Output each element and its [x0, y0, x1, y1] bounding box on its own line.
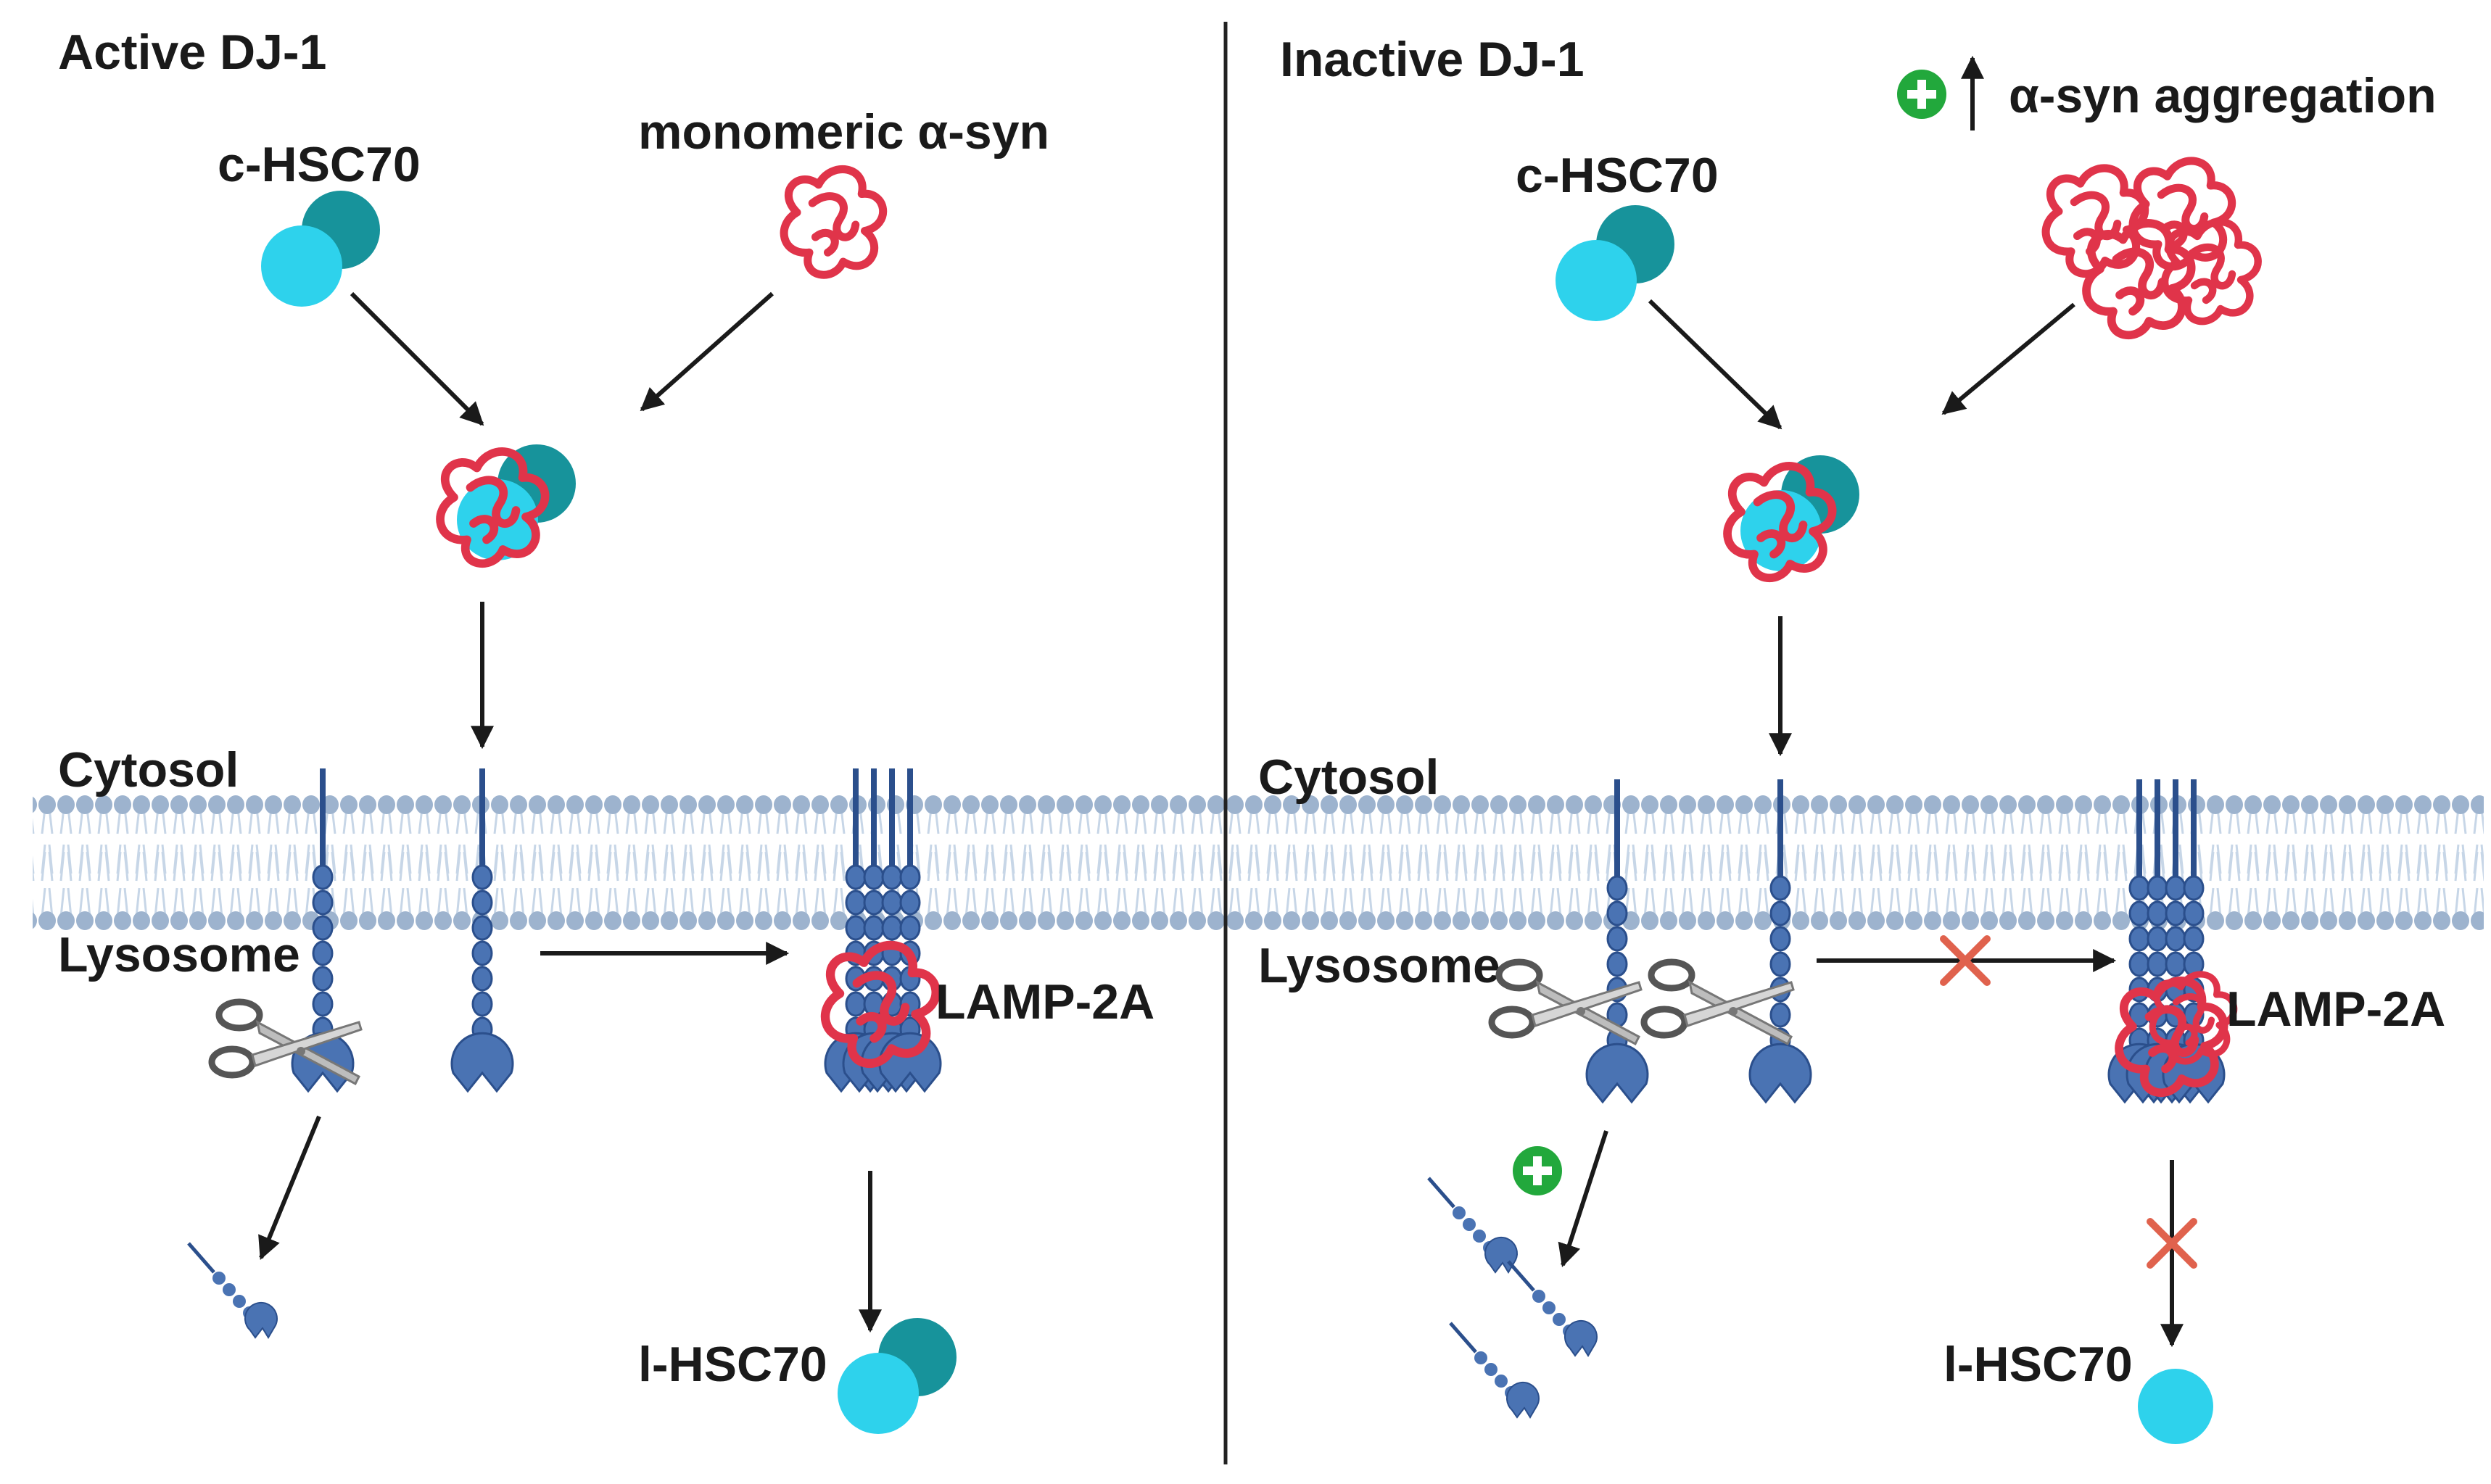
lysosomal-membrane	[33, 794, 2484, 932]
panel-title-active: Active DJ-1	[58, 25, 326, 80]
panel-inactive: Inactive DJ-1 α-syn aggregation c-HSC70 …	[1258, 32, 2445, 1444]
monomeric-syn-label: monomeric α-syn	[638, 104, 1049, 159]
lamp2a-fragments-right	[1429, 1178, 1597, 1417]
arrow-hsc-to-complex	[350, 291, 484, 426]
alpha-syn-aggregate-icon	[2046, 161, 2258, 335]
alpha-syn-monomer-icon	[784, 169, 883, 275]
lysosome-label-right: Lysosome	[1258, 938, 1500, 993]
l-hsc70-icon-right	[2138, 1369, 2213, 1444]
lamp2a-fragment	[189, 1243, 277, 1338]
c-hsc70-icon-right	[1556, 205, 1674, 321]
c-hsc70-label-right: c-HSC70	[1516, 148, 1719, 203]
panel-active: Active DJ-1 c-HSC70 monomeric α-syn Cyto…	[58, 25, 1154, 1434]
arrow-syn-to-complex	[640, 291, 774, 412]
cytosol-label-left: Cytosol	[58, 742, 239, 797]
arrow-agg-to-complex	[1941, 302, 2075, 415]
l-hsc70-label-left: l-HSC70	[638, 1337, 827, 1392]
l-hsc70-icon-left	[838, 1318, 957, 1434]
arrow-hsc-to-complex-right	[1648, 299, 1782, 430]
l-hsc70-label-right: l-HSC70	[1943, 1337, 2133, 1392]
scissors-icon-right-2	[1644, 962, 1793, 1044]
c-hsc70-label: c-HSC70	[218, 137, 421, 192]
arrow-to-fragment	[258, 1115, 321, 1260]
hsc-syn-complex-icon	[440, 444, 576, 563]
lamp2a-label-right: LAMP-2A	[2226, 982, 2445, 1037]
hsc-syn-complex-icon-right	[1727, 455, 1859, 578]
plus-circle-icon-fragments	[1513, 1146, 1562, 1195]
panel-title-inactive: Inactive DJ-1	[1280, 32, 1585, 87]
c-hsc70-icon	[261, 191, 380, 307]
syn-aggregation-label: α-syn aggregation	[2009, 68, 2437, 123]
plus-circle-icon	[1897, 70, 1946, 119]
cytosol-label-right: Cytosol	[1258, 750, 1439, 805]
lysosome-label-left: Lysosome	[58, 927, 300, 982]
lamp2a-label-left: LAMP-2A	[935, 974, 1154, 1029]
arrow-to-fragments-right	[1558, 1130, 1608, 1268]
